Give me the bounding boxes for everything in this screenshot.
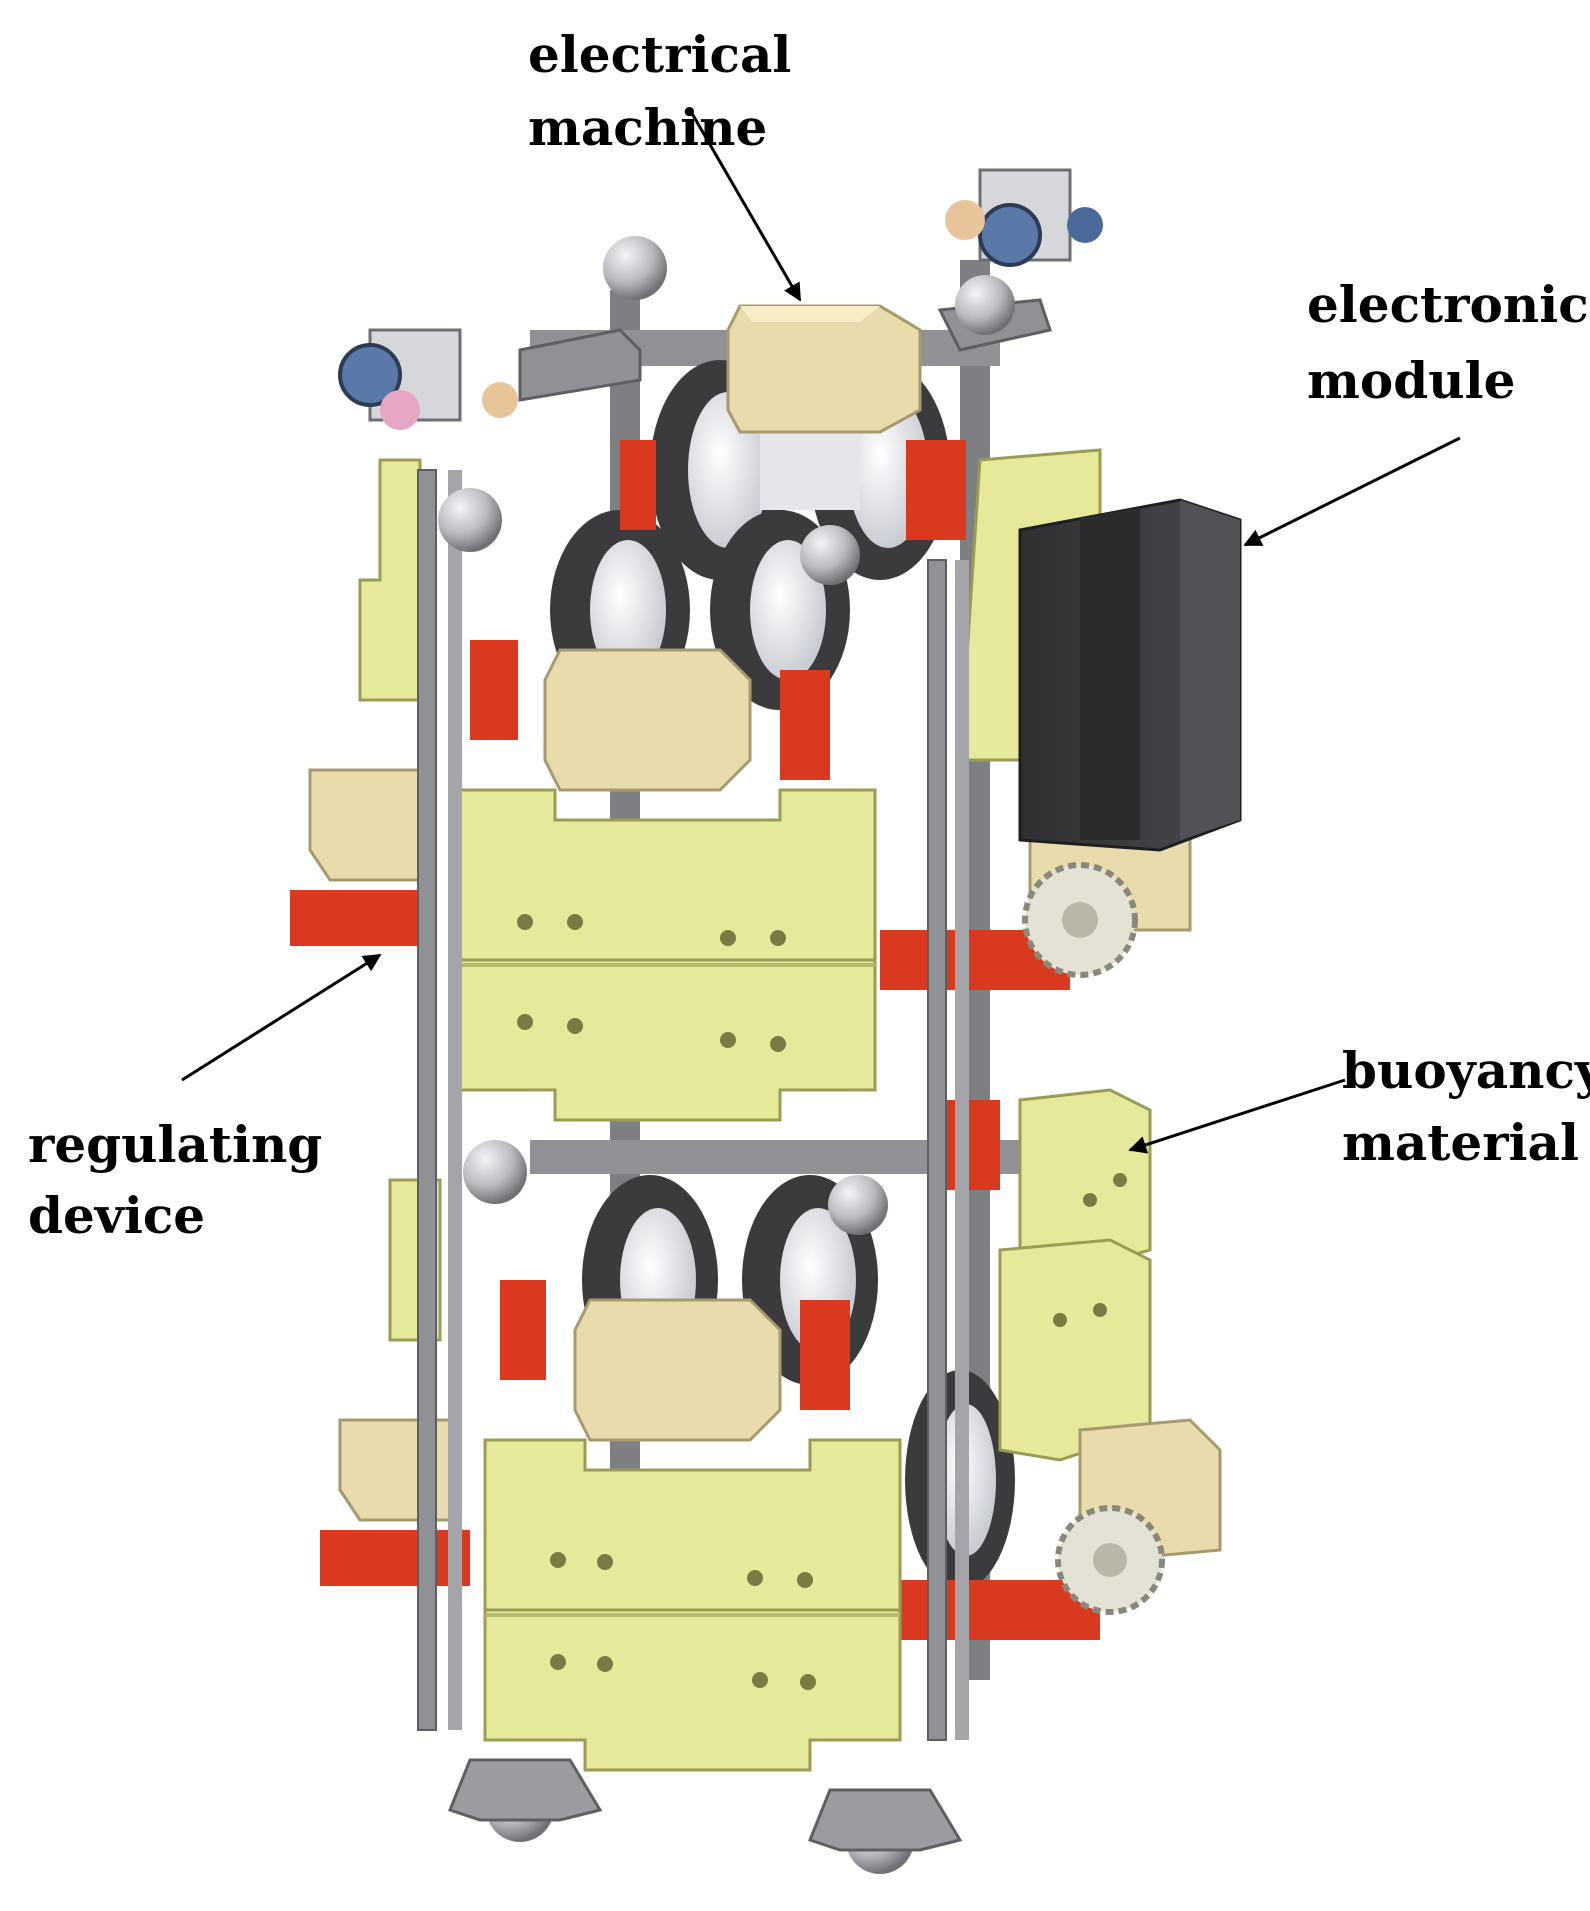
upper-front-motor bbox=[543, 648, 752, 792]
label-regulating-device-line2: device bbox=[28, 1186, 205, 1245]
lower-front-buoyancy-blocks bbox=[483, 1438, 902, 1772]
front-frame-rods bbox=[417, 469, 969, 1741]
upper-left-camera-unit bbox=[338, 328, 518, 430]
callout-arrows bbox=[181, 109, 1461, 1154]
upper-front-buoyancy-blocks bbox=[453, 788, 877, 1122]
upper-electrical-machine bbox=[726, 304, 922, 434]
upper-right-camera-unit bbox=[945, 168, 1103, 267]
lower-front-motor bbox=[573, 1298, 782, 1442]
arrow-electrical-machine bbox=[688, 109, 802, 302]
label-electrical-machine-line1: electrical bbox=[528, 25, 791, 84]
label-electronic-module-line1: electronic bbox=[1307, 275, 1589, 334]
label-electrical-machine-line2: machine bbox=[528, 98, 767, 157]
upper-gear bbox=[1022, 862, 1138, 978]
label-buoyancy-material-line2: material bbox=[1342, 1113, 1579, 1172]
arrow-regulating-device bbox=[181, 953, 382, 1082]
lower-right-buoyancy-blocks bbox=[998, 1088, 1222, 1562]
lower-gear bbox=[1055, 1505, 1165, 1615]
arrow-buoyancy-material bbox=[1128, 1078, 1346, 1154]
label-buoyancy-material-line1: buoyancy bbox=[1342, 1041, 1590, 1100]
callout-labels: electrical machine electronic module reg… bbox=[28, 25, 1590, 1245]
electronic-module-box bbox=[1018, 498, 1242, 852]
upper-left-buoyancy-blocks bbox=[308, 458, 422, 882]
bottom-feet bbox=[448, 1758, 963, 1852]
label-regulating-device-line1: regulating bbox=[28, 1115, 322, 1174]
arrow-electronic-module bbox=[1243, 436, 1461, 547]
label-electronic-module-line2: module bbox=[1307, 351, 1515, 410]
robot-body bbox=[290, 168, 1242, 1874]
